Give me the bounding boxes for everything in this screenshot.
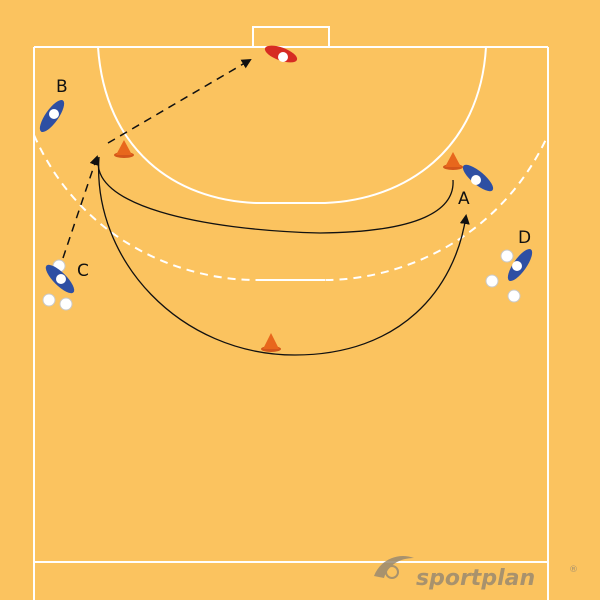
swoosh-icon <box>385 565 399 579</box>
player-label: D <box>518 228 531 248</box>
player-d: D <box>507 228 533 282</box>
player-c: C <box>45 261 89 294</box>
player-label: C <box>77 261 89 281</box>
pass-arrows <box>62 58 252 259</box>
run-path-outer-arrow <box>98 156 470 356</box>
ball-icon <box>507 289 521 303</box>
registered-mark: ® <box>569 565 578 575</box>
watermark: sportplan ® <box>374 556 578 591</box>
swoosh-icon <box>374 556 414 578</box>
movement-paths <box>97 156 470 356</box>
ball-icon <box>485 274 499 288</box>
ball-icon <box>59 297 73 311</box>
cone-icon <box>261 333 281 352</box>
player-label: A <box>458 189 470 209</box>
cone-icon <box>443 152 463 170</box>
court-lines <box>33 26 549 600</box>
ball-icon <box>500 249 514 263</box>
player-a: A <box>458 164 494 209</box>
player-b: B <box>39 77 68 133</box>
goalkeeper <box>264 45 298 63</box>
run-path-inner <box>97 156 454 234</box>
pass-arrow-c-to-b <box>62 155 100 259</box>
ball-icon <box>42 293 56 307</box>
cones <box>114 140 463 352</box>
six-meter-line <box>97 46 487 204</box>
player-label: B <box>56 77 68 97</box>
cone-icon <box>114 140 134 158</box>
brand-name: sportplan <box>416 566 535 591</box>
